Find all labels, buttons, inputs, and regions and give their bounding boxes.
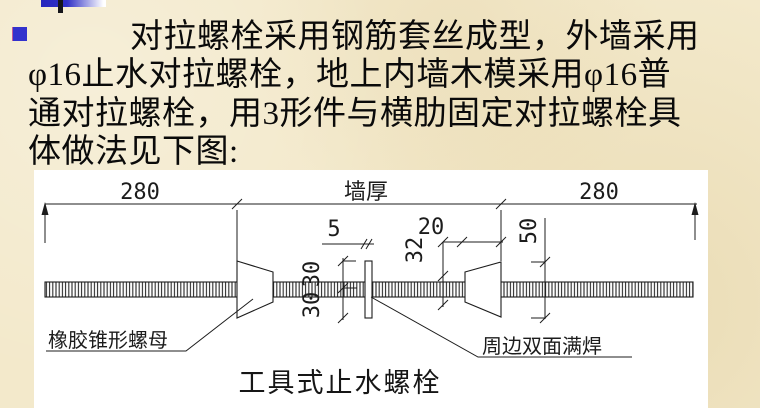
weld-label: 周边双面满焊 xyxy=(482,334,602,358)
paragraph-line-3: 通对拉螺栓，用3形件与横肋固定对拉螺栓具 xyxy=(28,95,682,132)
paragraph-line-4: 体做法见下图: xyxy=(28,134,239,171)
cone-nut-leader-line xyxy=(46,298,254,352)
paragraph: 对拉螺栓采用钢筋套丝成型，外墙采用 φ16止水对拉螺栓，地上内墙木模采用φ16普… xyxy=(28,18,744,172)
right-cone-nut xyxy=(464,261,502,318)
dim-left-280: 280 xyxy=(120,180,160,205)
water-stop-plate xyxy=(364,260,373,319)
up-arrow-icon xyxy=(41,202,49,215)
paragraph-line-1: 对拉螺栓采用钢筋套丝成型，外墙采用 xyxy=(130,19,700,55)
dim-5-label: 5 xyxy=(327,217,340,242)
dim-30-bottom: 30 xyxy=(300,292,325,319)
slide-accent-tick xyxy=(58,0,63,13)
dim-30-top: 30 xyxy=(300,261,325,288)
cone-nut-label: 橡胶锥形螺母 xyxy=(48,328,168,352)
dim-50 xyxy=(531,218,551,324)
dim-right-280: 280 xyxy=(579,180,619,205)
weld-leader-line xyxy=(370,296,632,358)
slide-accent-bar xyxy=(41,0,106,7)
dim-20-label: 20 xyxy=(418,215,445,240)
up-arrow-icon xyxy=(691,202,699,215)
left-cone-nut xyxy=(236,260,274,319)
dim-30-30 xyxy=(337,255,357,324)
bullet-square-icon xyxy=(12,27,27,41)
dim-50-label: 50 xyxy=(517,218,542,245)
drawing-title: 工具式止水螺栓 xyxy=(239,368,442,399)
dim-32-label: 32 xyxy=(403,237,428,264)
dim-5 xyxy=(322,238,374,250)
bolt-detail-drawing: 280 墙厚 280 30 30 5 xyxy=(34,170,708,408)
dim-wall-thickness: 墙厚 xyxy=(344,180,388,205)
top-dimension-chain xyxy=(41,198,699,261)
dim-20-32 xyxy=(437,236,507,311)
paragraph-line-2: φ16止水对拉螺栓，地上内墙木模采用φ16普 xyxy=(28,57,672,94)
